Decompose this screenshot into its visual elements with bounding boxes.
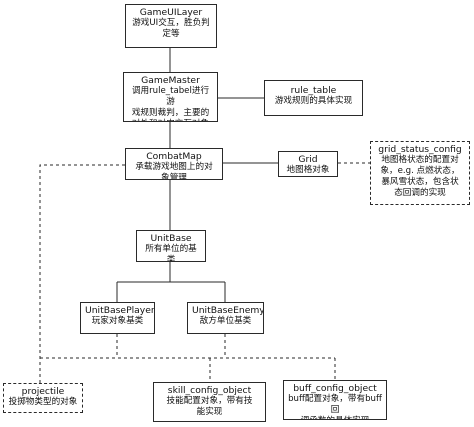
node-buff-config-object-title: buff_config_object (293, 383, 377, 394)
node-buff-config-object: buff_config_object buff配置对象，带有buff回 调函数的… (283, 380, 387, 420)
node-gameuilayer-desc: 游戏UI交互，胜负判 定等 (132, 18, 210, 39)
node-grid-status-config-desc: 地图格状态的配置对 象，e.g. 点燃状态， 暴风雪状态，包含状 态回调的实现 (380, 155, 460, 198)
node-buff-config-object-desc: buff配置对象，带有buff回 调函数的具体实现 (288, 394, 382, 419)
node-skill-config-object: skill_config_object 技能配置对象，带有技 能实现 (153, 382, 266, 422)
node-gamemaster-desc: 调用rule_tabel进行游 戏规则裁判，主要的 对外和对内交互对象 (131, 86, 210, 121)
node-rule-table-desc: 游戏规则的具体实现 (274, 96, 353, 106)
node-gameuilayer-title: GameUILayer (139, 7, 203, 18)
node-unitbase-title: UnitBase (150, 233, 192, 244)
node-grid-status-config: grid_status_config 地图格状态的配置对 象，e.g. 点燃状态… (370, 141, 470, 205)
node-grid-desc: 地图格对象 (286, 165, 330, 175)
node-rule-table-title: rule_table (290, 85, 337, 96)
node-grid-status-config-title: grid_status_config (378, 144, 462, 155)
node-grid-title: Grid (298, 154, 318, 165)
node-gamemaster: GameMaster 调用rule_tabel进行游 戏规则裁判，主要的 对外和… (123, 72, 218, 122)
node-unitbaseenemy-title: UnitBaseEnemy (192, 305, 264, 316)
node-grid: Grid 地图格对象 (278, 151, 338, 177)
node-unitbaseplayer-title: UnitBasePlayer (85, 305, 155, 316)
node-skill-config-object-title: skill_config_object (167, 385, 252, 396)
node-unitbaseplayer: UnitBasePlayer 玩家对象基类 (80, 302, 155, 334)
node-rule-table: rule_table 游戏规则的具体实现 (264, 80, 363, 116)
node-combatmap-title: CombatMap (146, 151, 202, 162)
node-gameuilayer: GameUILayer 游戏UI交互，胜负判 定等 (125, 4, 217, 48)
node-unitbaseenemy-desc: 敌方单位基类 (199, 316, 252, 326)
node-gamemaster-title: GameMaster (141, 75, 200, 86)
edge-combatmap-projectile (39, 164, 125, 383)
node-skill-config-object-desc: 技能配置对象，带有技 能实现 (166, 396, 253, 417)
node-unitbase-desc: 所有单位的基类 (145, 244, 197, 262)
node-unitbaseplayer-desc: 玩家对象基类 (91, 316, 144, 326)
node-combatmap: CombatMap 承载游戏地图上的对 象管理 (125, 148, 223, 180)
node-combatmap-desc: 承载游戏地图上的对 象管理 (135, 162, 213, 180)
node-unitbaseenemy: UnitBaseEnemy 敌方单位基类 (187, 302, 264, 334)
node-projectile-title: projectile (21, 386, 65, 397)
node-projectile: projectile 投掷物类型的对象 (3, 383, 83, 413)
node-unitbase: UnitBase 所有单位的基类 (136, 230, 206, 262)
node-projectile-desc: 投掷物类型的对象 (8, 397, 78, 407)
